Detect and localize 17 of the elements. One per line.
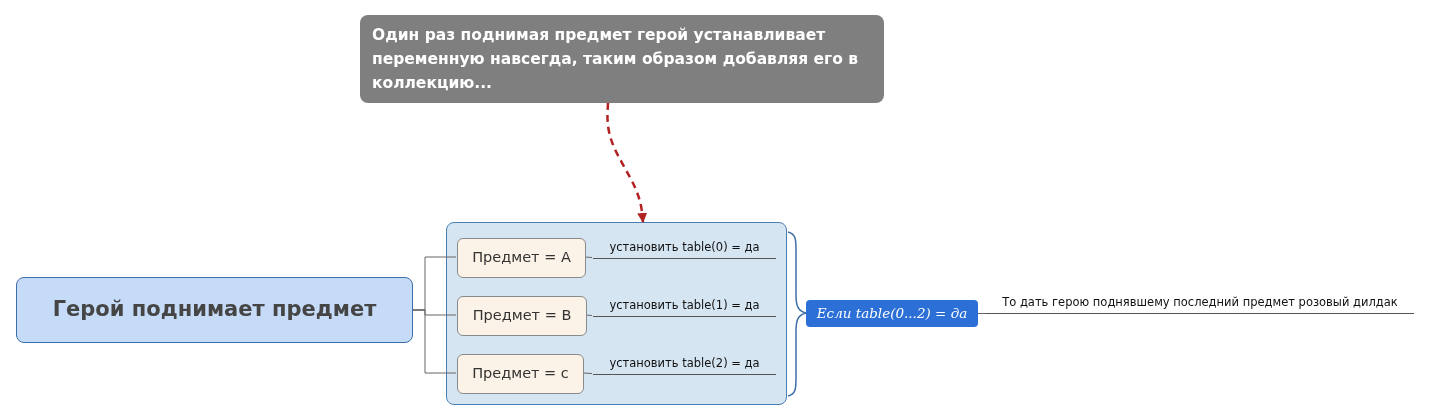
connector-line [977, 313, 987, 314]
topic-box: Предмет = B [457, 296, 587, 336]
central-topic-box: Герой поднимает предмет [16, 277, 413, 343]
subtopic-label: установить table(2) = да [593, 349, 776, 375]
callout-box: Один раз поднимая предмет герой устанавливает переменную навсегда, таким образом добавляя его в коллекцию... [360, 15, 884, 103]
subtopic-label: установить table(1) = да [593, 291, 776, 317]
topic-box: Предмет = A [457, 238, 586, 278]
subtopic-label: установить table(0) = да [593, 233, 776, 259]
connector-line [584, 256, 593, 258]
topic-box: Предмет = c [457, 354, 584, 394]
summary-box: Если table(0...2) = да [806, 300, 978, 327]
boundary-box [446, 222, 787, 405]
subtopic-label: То дать герою поднявшему последний предмет розовый дилдак [986, 288, 1414, 314]
connector-line [412, 309, 457, 374]
arrow [606, 102, 648, 223]
connector-line [582, 372, 593, 374]
connector-line [585, 314, 593, 316]
